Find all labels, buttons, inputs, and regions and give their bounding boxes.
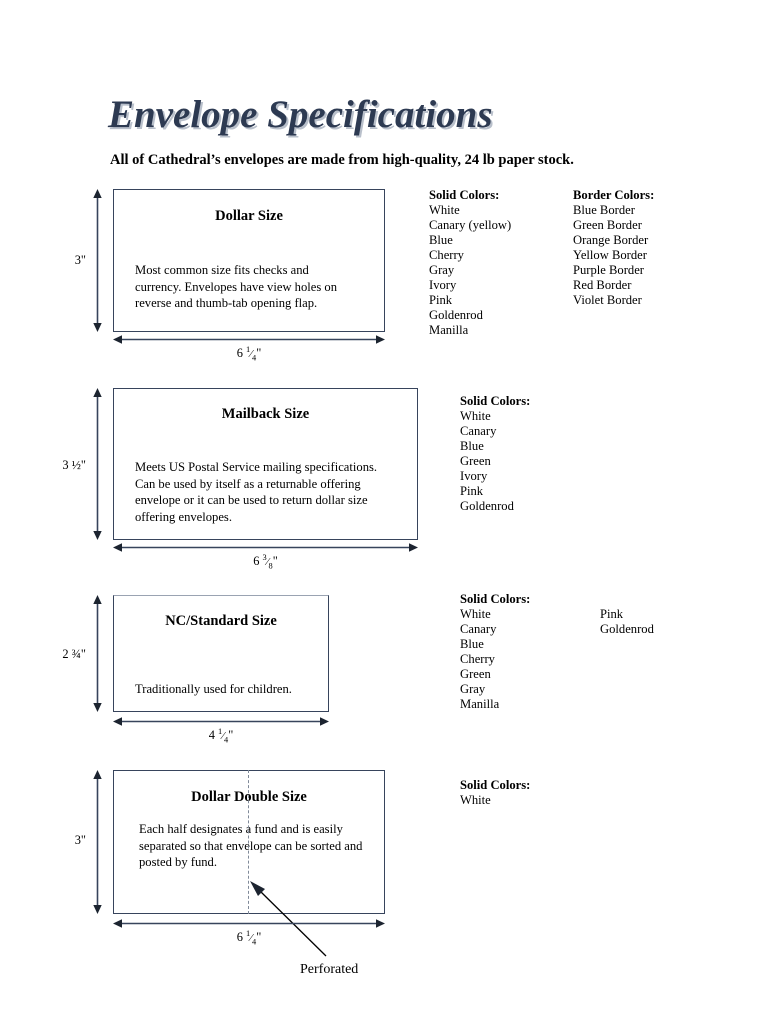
color-item: Manilla bbox=[460, 697, 500, 711]
color-item: Green bbox=[460, 667, 491, 681]
color-item: Goldenrod bbox=[429, 308, 483, 322]
color-item: Pink bbox=[429, 293, 453, 307]
color-item: Blue bbox=[429, 233, 453, 247]
envelope-description-mailback-size: Meets US Postal Service mailing specific… bbox=[135, 460, 378, 524]
color-item: Pink bbox=[460, 484, 484, 498]
height-label-nc-standard-size: 2 ¾" bbox=[62, 647, 86, 661]
color-item: Yellow Border bbox=[573, 248, 647, 262]
page-subtitle: All of Cathedral’s envelopes are made fr… bbox=[110, 152, 574, 168]
height-label-dollar-size: 3" bbox=[74, 253, 86, 267]
envelope-title-mailback-size: Mailback Size bbox=[221, 406, 310, 422]
color-item: Red Border bbox=[573, 278, 632, 292]
color-item: Canary (yellow) bbox=[429, 218, 512, 232]
width-label-nc-standard-size: 4 1⁄4" bbox=[208, 726, 234, 745]
height-label-dollar-double-size: 3" bbox=[74, 833, 86, 847]
height-arrow-dollar-double-size bbox=[92, 770, 103, 914]
color-item: Canary bbox=[460, 622, 497, 636]
color-item: Ivory bbox=[460, 469, 488, 483]
color-column-heading: Solid Colors: bbox=[429, 188, 500, 202]
color-column-heading: Solid Colors: bbox=[460, 592, 531, 606]
perforation-line bbox=[248, 770, 249, 914]
color-item: Goldenrod bbox=[460, 499, 514, 513]
envelope-rect-nc-standard-size: NC/Standard Size Traditionally used for … bbox=[113, 595, 329, 712]
color-item: Pink bbox=[600, 607, 624, 621]
color-item: Orange Border bbox=[573, 233, 649, 247]
color-item: Green Border bbox=[573, 218, 642, 232]
envelope-rect-dollar-size: Dollar Size Most common size fits checks… bbox=[113, 189, 385, 332]
envelope-rect-mailback-size: Mailback Size Meets US Postal Service ma… bbox=[113, 388, 418, 540]
color-item: Gray bbox=[460, 682, 486, 696]
color-item: Cherry bbox=[429, 248, 464, 262]
perforation-label: Perforated bbox=[300, 962, 359, 977]
height-label-mailback-size: 3 ½" bbox=[62, 458, 86, 472]
height-arrow-nc-standard-size bbox=[92, 595, 103, 712]
color-item: Manilla bbox=[429, 323, 469, 337]
width-arrow-dollar-size: 6 1⁄4" bbox=[113, 334, 385, 362]
envelope-description-dollar-size: Most common size fits checks and currenc… bbox=[135, 263, 338, 310]
envelope-title-dollar-size: Dollar Size bbox=[215, 208, 283, 224]
page-title: Envelope Specifications bbox=[108, 93, 493, 136]
height-arrow-dollar-size bbox=[92, 189, 103, 332]
color-column-solid: Solid Colors: White Canary Blue Green Iv… bbox=[460, 394, 530, 514]
color-item: Blue bbox=[460, 439, 484, 453]
color-column-secondary: Pink Goldenrod bbox=[600, 607, 654, 637]
width-arrow-dollar-double-size: 6 1⁄4" bbox=[113, 918, 385, 946]
envelope-title-dollar-double-size: Dollar Double Size bbox=[191, 789, 307, 805]
width-arrow-nc-standard-size: 4 1⁄4" bbox=[113, 716, 329, 744]
color-item: Blue Border bbox=[573, 203, 635, 217]
color-column-solid: Solid Colors: White Canary Blue Cherry G… bbox=[460, 592, 530, 712]
height-arrow-mailback-size bbox=[92, 388, 103, 540]
color-item: Canary bbox=[460, 424, 497, 438]
color-item: Goldenrod bbox=[600, 622, 654, 636]
width-arrow-mailback-size: 6 3⁄8" bbox=[113, 542, 418, 570]
color-item: Ivory bbox=[429, 278, 457, 292]
color-item: Cherry bbox=[460, 652, 495, 666]
width-label-dollar-size: 6 1⁄4" bbox=[236, 344, 262, 363]
color-item: White bbox=[429, 203, 460, 217]
color-item: White bbox=[460, 793, 491, 807]
color-column-heading: Solid Colors: bbox=[460, 394, 531, 408]
envelope-rect-dollar-double-size: Dollar Double Size Each half designates … bbox=[113, 770, 385, 914]
width-label-dollar-double-size: 6 1⁄4" bbox=[236, 928, 262, 947]
envelope-description-dollar-double-size: Each half designates a fund and is easil… bbox=[139, 822, 363, 869]
color-item: Green bbox=[460, 454, 491, 468]
color-item: Blue bbox=[460, 637, 484, 651]
color-item: White bbox=[460, 409, 491, 423]
envelope-description-nc-standard-size: Traditionally used for children. bbox=[135, 682, 292, 696]
envelope-title-nc-standard-size: NC/Standard Size bbox=[165, 613, 277, 629]
color-column-solid: Solid Colors: White bbox=[460, 778, 530, 808]
color-column-heading: Border Colors: bbox=[573, 188, 655, 202]
color-column-border: Border Colors: Blue Border Green Border … bbox=[573, 188, 654, 308]
color-column-heading: Solid Colors: bbox=[460, 778, 531, 792]
color-item: White bbox=[460, 607, 491, 621]
width-label-mailback-size: 6 3⁄8" bbox=[253, 552, 278, 571]
color-item: Gray bbox=[429, 263, 455, 277]
color-item: Violet Border bbox=[573, 293, 642, 307]
color-column-solid: Solid Colors: White Canary (yellow) Blue… bbox=[429, 188, 511, 338]
color-item: Purple Border bbox=[573, 263, 644, 277]
